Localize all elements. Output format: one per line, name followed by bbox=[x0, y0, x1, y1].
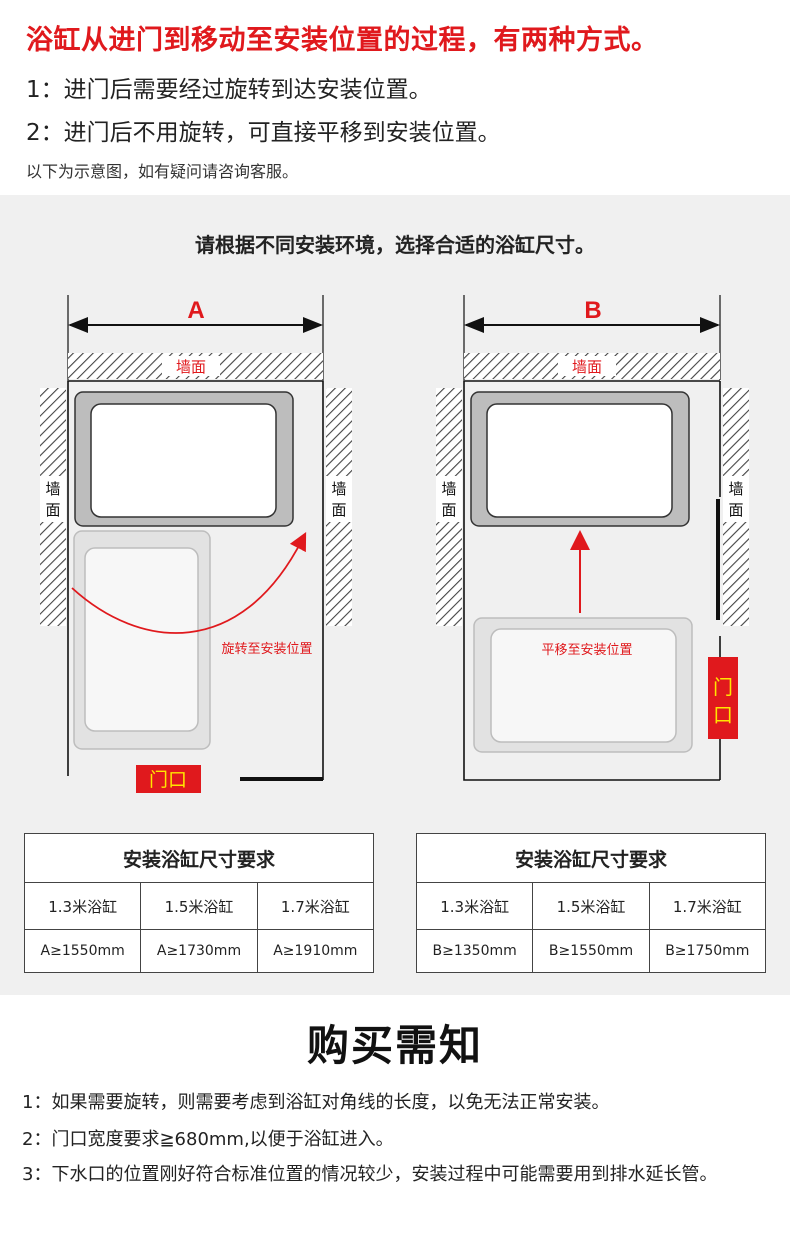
wall-right-label-1: 墙 bbox=[728, 480, 743, 498]
table-cell-size: 1.7米浴缸 bbox=[256, 882, 375, 930]
door-label-bg bbox=[708, 657, 738, 739]
bathtub-installed-inner bbox=[90, 403, 277, 518]
dimension-label-b: B bbox=[584, 297, 601, 324]
rotation-arrow bbox=[71, 532, 307, 634]
page-title: 浴缸从进门到移动至安装位置的过程，有两种方式。 bbox=[26, 25, 659, 56]
room-outline bbox=[463, 380, 720, 781]
door-label: 门口 bbox=[149, 769, 187, 791]
table-title: 安装浴缸尺寸要求 bbox=[24, 833, 374, 883]
size-table-a: 安装浴缸尺寸要求 1.3米浴缸 1.5米浴缸 1.7米浴缸 A≥1550mm A… bbox=[23, 833, 375, 973]
door-label-2: 口 bbox=[713, 703, 733, 727]
table-cell-size: 1.7米浴缸 bbox=[648, 882, 767, 930]
wall-left-label-bg bbox=[436, 476, 462, 522]
table-cell-size: 1.5米浴缸 bbox=[532, 882, 650, 930]
bathtub-entering-inner bbox=[490, 628, 677, 743]
wall-left-label-2: 面 bbox=[441, 501, 456, 519]
wall-top-label-bg bbox=[162, 356, 220, 376]
wall-right-label-2: 面 bbox=[331, 501, 346, 519]
diagram-note: 以下为示意图，如有疑问请咨询客服。 bbox=[26, 162, 299, 181]
door-label-bg bbox=[136, 765, 201, 793]
notice-item: 3：下水口的位置刚好符合标准位置的情况较少，安装过程中可能需要用到排水延长管。 bbox=[22, 1164, 718, 1185]
method-2-text: 2：进门后不用旋转，可直接平移到安装位置。 bbox=[26, 120, 501, 146]
installation-diagram: A 墙面 墙 面 墙 面 旋转至安装位置 门口 B 墙面 墙 bbox=[40, 295, 749, 793]
table-cell-requirement: B≥1750mm bbox=[648, 929, 767, 973]
wall-right-label-1: 墙 bbox=[331, 480, 346, 498]
table-cell-size: 1.5米浴缸 bbox=[140, 882, 258, 930]
size-table-b: 安装浴缸尺寸要求 1.3米浴缸 1.5米浴缸 1.7米浴缸 B≥1350mm B… bbox=[415, 833, 767, 973]
wall-left-label-1: 墙 bbox=[441, 480, 456, 498]
wall-left-label-bg bbox=[40, 476, 66, 522]
notice-item: 2：门口宽度要求≧680mm,以便于浴缸进入。 bbox=[22, 1129, 394, 1150]
table-cell-requirement: B≥1350mm bbox=[415, 929, 534, 973]
table-title: 安装浴缸尺寸要求 bbox=[416, 833, 766, 883]
door-label-1: 门 bbox=[713, 675, 733, 699]
rotation-label: 旋转至安装位置 bbox=[221, 642, 312, 657]
translate-label: 平移至安装位置 bbox=[541, 643, 632, 658]
wall-right-label-bg bbox=[326, 476, 352, 522]
table-cell-requirement: A≥1910mm bbox=[256, 929, 375, 973]
notice-item: 1：如果需要旋转，则需要考虑到浴缸对角线的长度，以免无法正常安装。 bbox=[22, 1092, 610, 1113]
table-cell-requirement: B≥1550mm bbox=[532, 929, 650, 973]
notice-heading: 购买需知 bbox=[306, 1021, 483, 1070]
wall-top-label: 墙面 bbox=[176, 358, 206, 376]
diagram-a: A 墙面 墙 面 墙 面 旋转至安装位置 门口 bbox=[40, 295, 352, 793]
method-1-text: 1：进门后需要经过旋转到达安装位置。 bbox=[26, 77, 432, 103]
wall-top-label-bg bbox=[558, 356, 616, 376]
wall-right-label-2: 面 bbox=[728, 501, 743, 519]
bathtub-entering-inner bbox=[84, 547, 199, 732]
wall-left-label-2: 面 bbox=[45, 501, 60, 519]
table-cell-size: 1.3米浴缸 bbox=[23, 882, 142, 930]
table-cell-size: 1.3米浴缸 bbox=[415, 882, 534, 930]
room-outline bbox=[67, 380, 324, 780]
table-cell-requirement: A≥1730mm bbox=[140, 929, 258, 973]
wall-left-label-1: 墙 bbox=[45, 480, 60, 498]
wall-top-label: 墙面 bbox=[572, 358, 602, 376]
table-cell-requirement: A≥1550mm bbox=[23, 929, 142, 973]
diagram-b: B 墙面 墙 面 墙 面 平移至安装位置 门 口 bbox=[436, 295, 749, 781]
dimension-label-a: A bbox=[187, 297, 204, 324]
bathtub-installed-inner bbox=[486, 403, 673, 518]
wall-right-label-bg bbox=[723, 476, 749, 522]
diagram-panel-title: 请根据不同安装环境，选择合适的浴缸尺寸。 bbox=[195, 233, 595, 257]
